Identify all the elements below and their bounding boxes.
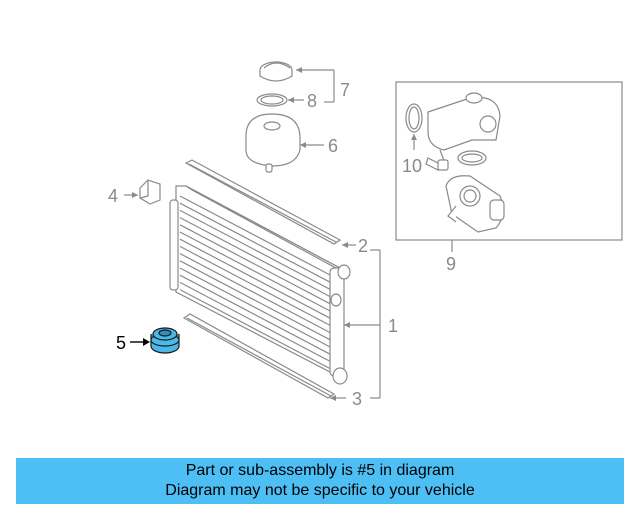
radiator-fin xyxy=(179,274,333,356)
part-1-radiator[interactable] xyxy=(169,185,351,385)
callout-6[interactable]: 6 xyxy=(328,136,338,156)
radiator-fin xyxy=(179,224,333,306)
part-8-o-ring[interactable] xyxy=(256,93,288,107)
radiator-fin xyxy=(179,238,333,320)
callout-3[interactable]: 3 xyxy=(352,389,362,409)
part-9-thermostat-housing[interactable] xyxy=(427,92,501,167)
part-6-expansion-tank[interactable] xyxy=(245,113,301,173)
radiator-fin xyxy=(179,267,333,349)
radiator-fin xyxy=(179,281,333,363)
part-7-cap[interactable] xyxy=(259,61,293,82)
radiator-fin xyxy=(179,253,333,335)
radiator-fin xyxy=(179,202,333,284)
callout-4[interactable]: 4 xyxy=(108,186,118,206)
callout-8[interactable]: 8 xyxy=(307,91,317,111)
radiator-fin xyxy=(179,195,333,277)
callout-9[interactable]: 9 xyxy=(446,254,456,274)
thermostat-flange[interactable] xyxy=(445,175,505,233)
callout-7[interactable]: 7 xyxy=(340,80,350,100)
part-9-group-box xyxy=(395,81,623,241)
part-10-bolt[interactable] xyxy=(425,157,449,171)
radiator-fins xyxy=(179,195,333,371)
radiator-fin xyxy=(179,289,333,371)
info-banner: Part or sub-assembly is #5 in diagram Di… xyxy=(16,458,624,504)
part-2-upper-strip[interactable] xyxy=(184,159,342,245)
banner-line-1: Part or sub-assembly is #5 in diagram xyxy=(185,462,455,479)
callout-10[interactable]: 10 xyxy=(402,156,422,176)
inner-o-ring[interactable] xyxy=(457,150,487,166)
radiator-fin xyxy=(179,217,333,299)
banner-line-2: Diagram may not be specific to your vehi… xyxy=(165,482,475,499)
radiator-fin xyxy=(179,209,333,291)
leader-arrows xyxy=(132,67,417,401)
radiator-fin xyxy=(179,260,333,342)
part-10-gasket[interactable] xyxy=(405,103,423,133)
part-5-mount[interactable] xyxy=(150,327,180,354)
part-3-lower-strip[interactable] xyxy=(182,313,336,399)
part-4-bracket[interactable] xyxy=(139,179,161,205)
banner-background xyxy=(16,458,624,504)
callout-2[interactable]: 2 xyxy=(358,236,368,256)
callout-1[interactable]: 1 xyxy=(388,316,398,336)
radiator-fin xyxy=(179,231,333,313)
callout-5[interactable]: 5 xyxy=(116,333,126,353)
leader-5 xyxy=(130,338,150,346)
radiator-fin xyxy=(179,245,333,327)
